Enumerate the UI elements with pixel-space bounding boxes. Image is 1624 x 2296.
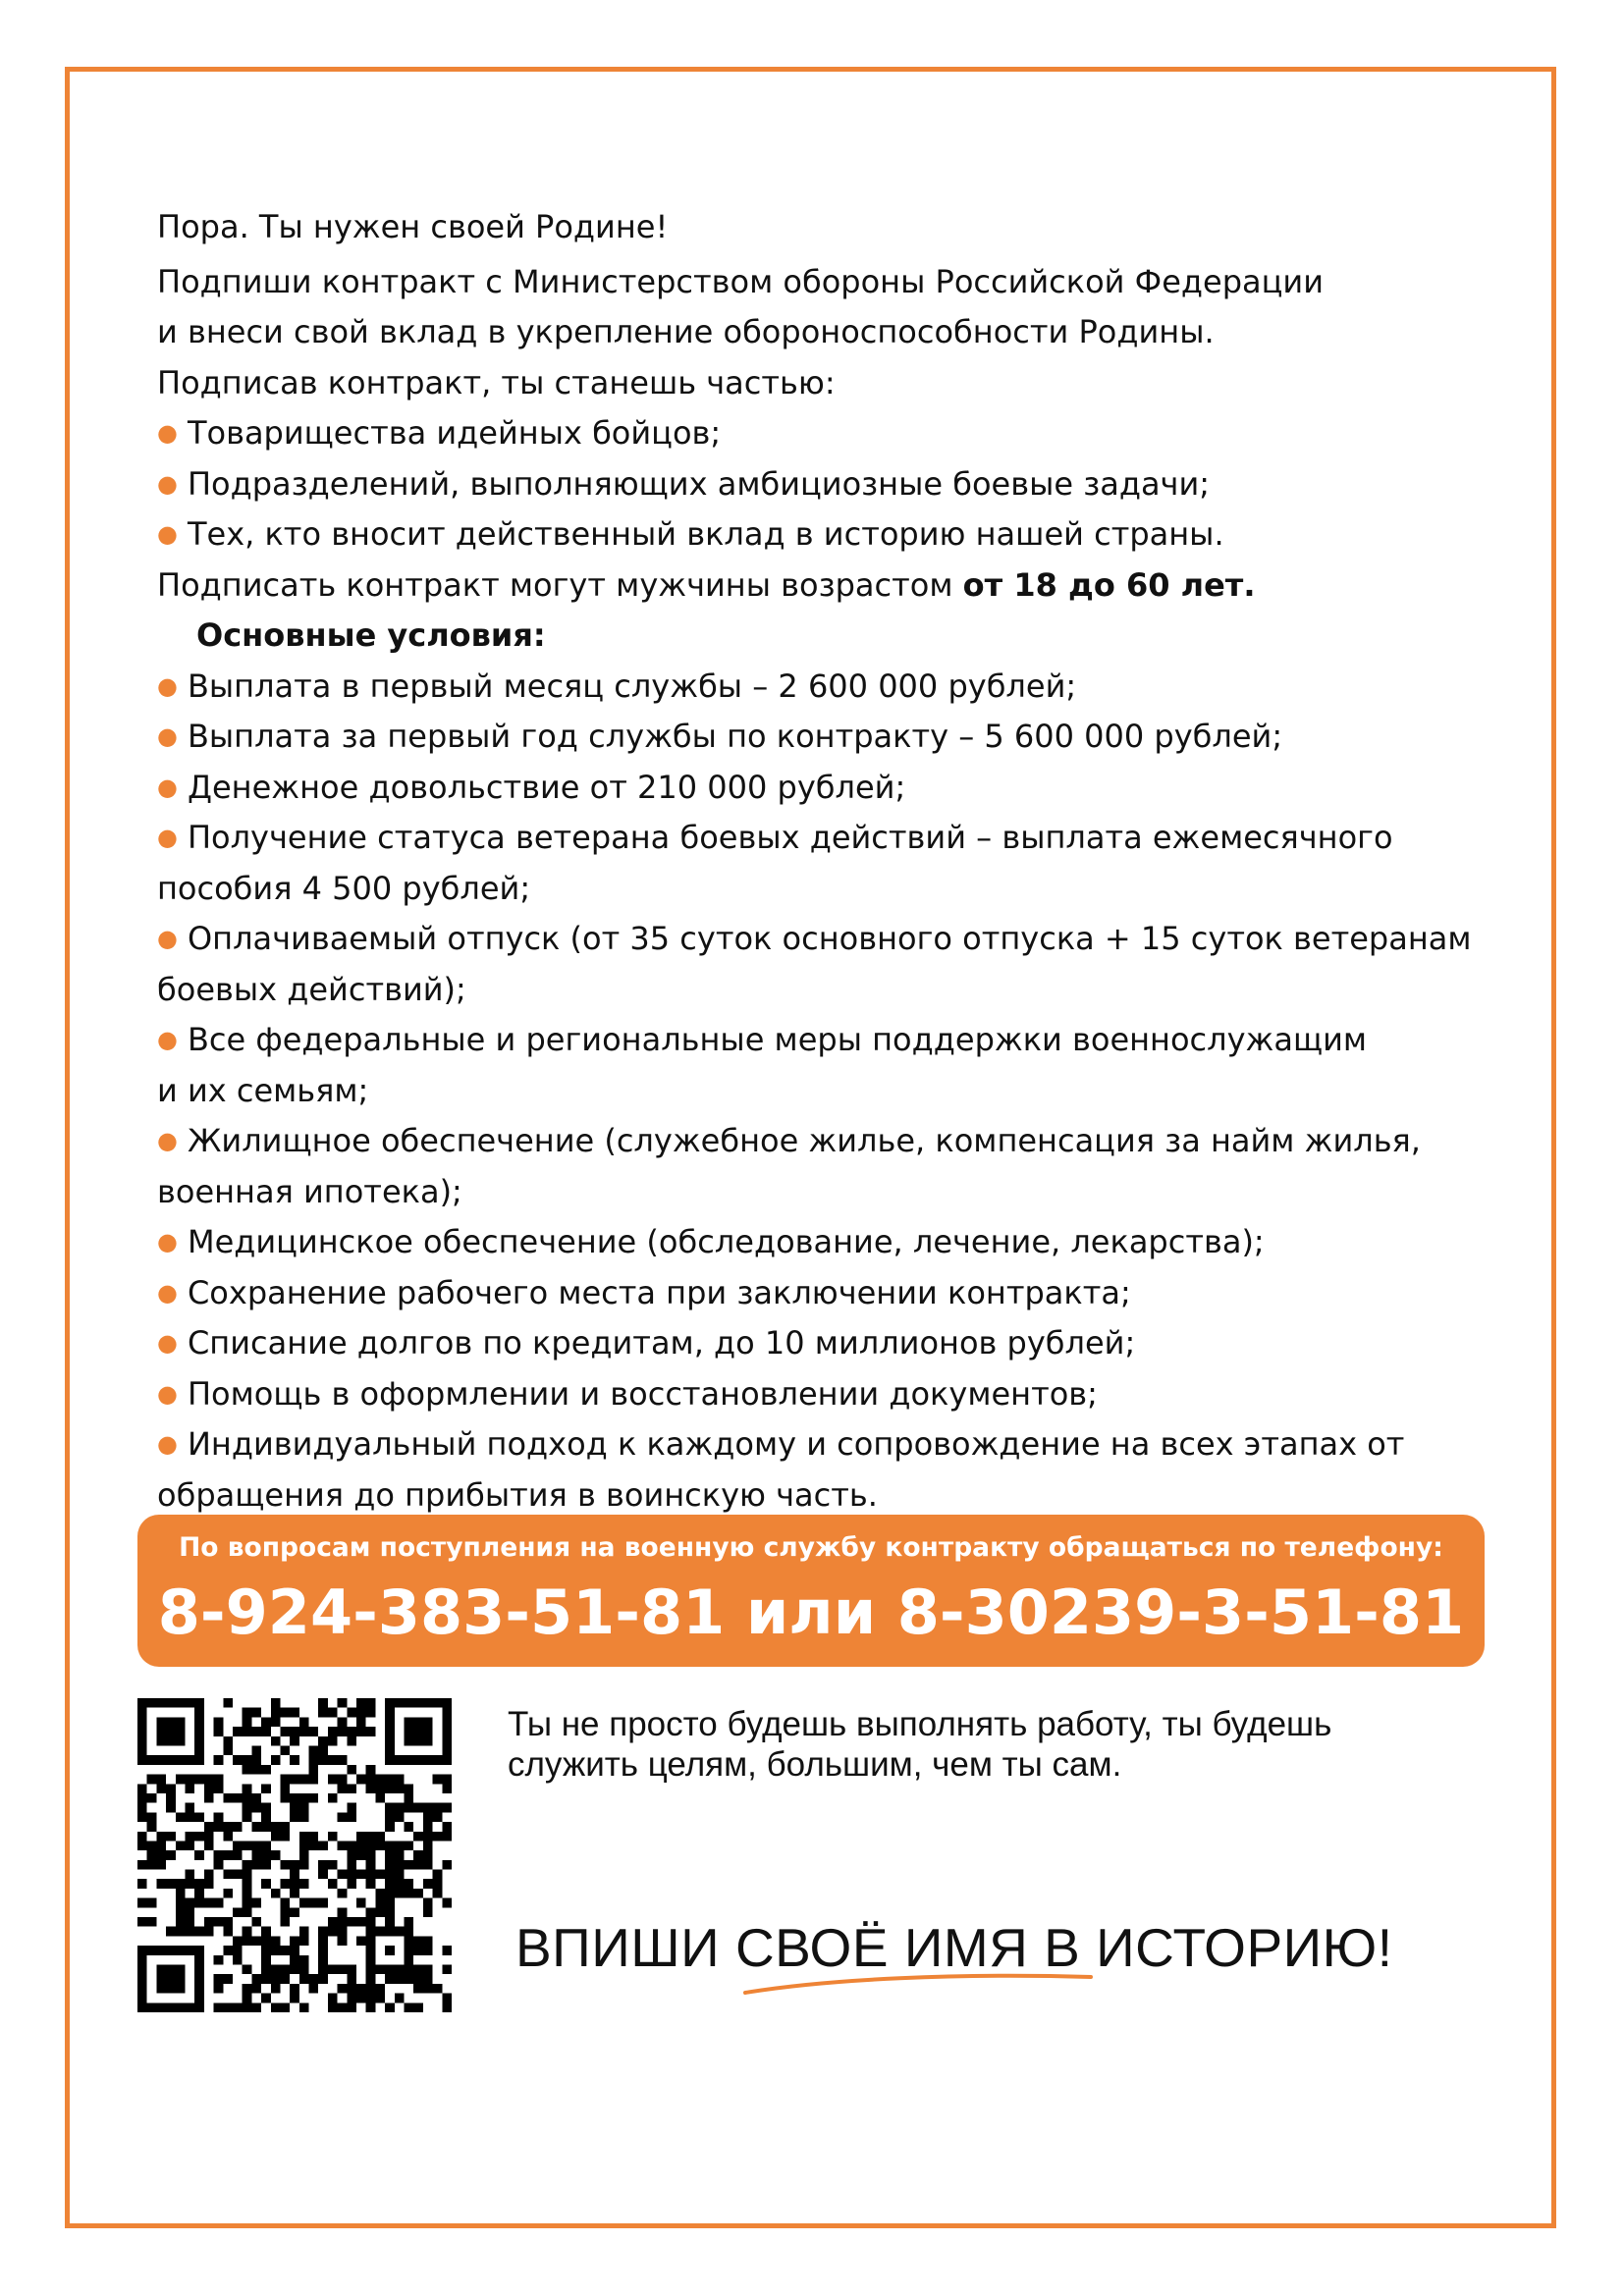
list-item-continuation: пособия 4 500 рублей; (157, 869, 531, 907)
bullet-dot-icon: ● (157, 1278, 178, 1307)
page-border (65, 67, 1556, 2228)
bullet-dot-icon: ● (157, 671, 178, 700)
orange-swoosh-underline-icon (743, 1973, 1093, 1995)
list-item: ●Помощь в оформлении и восстановлении до… (157, 1374, 1098, 1413)
list-item-continuation: и их семьям; (157, 1071, 369, 1109)
main-text: Пора. Ты нужен своей Родине! Подпиши кон… (157, 202, 1473, 1521)
bullet-dot-icon: ● (157, 520, 178, 548)
list-item: ●Оплачиваемый отпуск (от 35 суток основн… (157, 920, 1472, 957)
benefits-list: ●Товарищества идейных бойцов; ●Подраздел… (157, 408, 1473, 561)
list-item: ●Выплата в первый месяц службы – 2 600 0… (157, 667, 1077, 705)
list-item: ●Медицинское обеспечение (обследование, … (157, 1223, 1265, 1260)
conditions-list: ●Выплата в первый месяц службы – 2 600 0… (157, 662, 1473, 1522)
bullet-dot-icon: ● (157, 722, 178, 750)
bullet-dot-icon: ● (157, 1329, 178, 1357)
motto: ВПИШИ СВОЁ ИМЯ В ИСТОРИЮ! (515, 1917, 1393, 1978)
list-item: ●Выплата за первый год службы по контрак… (157, 718, 1283, 755)
list-item: ●Списание долгов по кредитам, до 10 милл… (157, 1324, 1136, 1362)
list-item: ●Индивидуальный подход к каждому и сопро… (157, 1425, 1405, 1463)
slogan-line-2: служить целям, большим, чем ты сам. (508, 1745, 1122, 1784)
slogan: Ты не просто будешь выполнять работу, ты… (508, 1704, 1450, 1785)
conditions-title: Основные условия: (196, 616, 546, 654)
bullet-dot-icon: ● (157, 1430, 178, 1458)
bullet-dot-icon: ● (157, 1026, 178, 1053)
list-item: ●Денежное довольствие от 210 000 рублей; (157, 768, 906, 806)
contact-phones[interactable]: 8-924-383-51-81 или 8-30239-3-51-81 (157, 1576, 1465, 1648)
intro-heading: Пора. Ты нужен своей Родине! (157, 208, 669, 245)
list-item: ●Товарищества идейных бойцов; (157, 414, 722, 452)
bullet-dot-icon: ● (157, 1379, 178, 1408)
eligibility: Подписать контракт могут мужчины возраст… (157, 565, 1256, 604)
bullet-dot-icon: ● (157, 773, 178, 801)
bullet-dot-icon: ● (157, 1228, 178, 1255)
contact-label: По вопросам поступления на военную служб… (179, 1532, 1443, 1563)
list-item: ●Сохранение рабочего места при заключени… (157, 1273, 1131, 1311)
intro-part-of: Подписав контракт, ты станешь частью: (157, 363, 836, 401)
bullet-dot-icon: ● (157, 419, 178, 447)
list-item: ●Получение статуса ветерана боевых дейст… (157, 819, 1393, 856)
list-item: ●Подразделений, выполняющих амбициозные … (157, 464, 1211, 503)
bullet-dot-icon: ● (157, 824, 178, 851)
intro-line-2: и внеси свой вклад в укрепление оборонос… (157, 313, 1215, 350)
list-item: ●Жилищное обеспечение (служебное жилье, … (157, 1122, 1421, 1159)
intro-line-1: Подпиши контракт с Министерством обороны… (157, 262, 1324, 300)
contact-banner: По вопросам поступления на военную служб… (137, 1515, 1485, 1667)
slogan-line-1: Ты не просто будешь выполнять работу, ты… (508, 1705, 1332, 1743)
bullet-dot-icon: ● (157, 469, 178, 498)
bullet-dot-icon: ● (157, 925, 178, 952)
list-item-continuation: боевых действий); (157, 970, 466, 1008)
qr-code-icon[interactable] (137, 1698, 452, 2012)
list-item-continuation: обращения до прибытия в воинскую часть. (157, 1475, 878, 1514)
list-item: ●Все федеральные и региональные меры под… (157, 1021, 1368, 1058)
list-item: ●Тех, кто вносит действенный вклад в ист… (157, 515, 1224, 553)
bullet-dot-icon: ● (157, 1127, 178, 1154)
eligibility-age: от 18 до 60 лет. (962, 565, 1256, 604)
list-item-continuation: военная ипотека); (157, 1172, 462, 1210)
